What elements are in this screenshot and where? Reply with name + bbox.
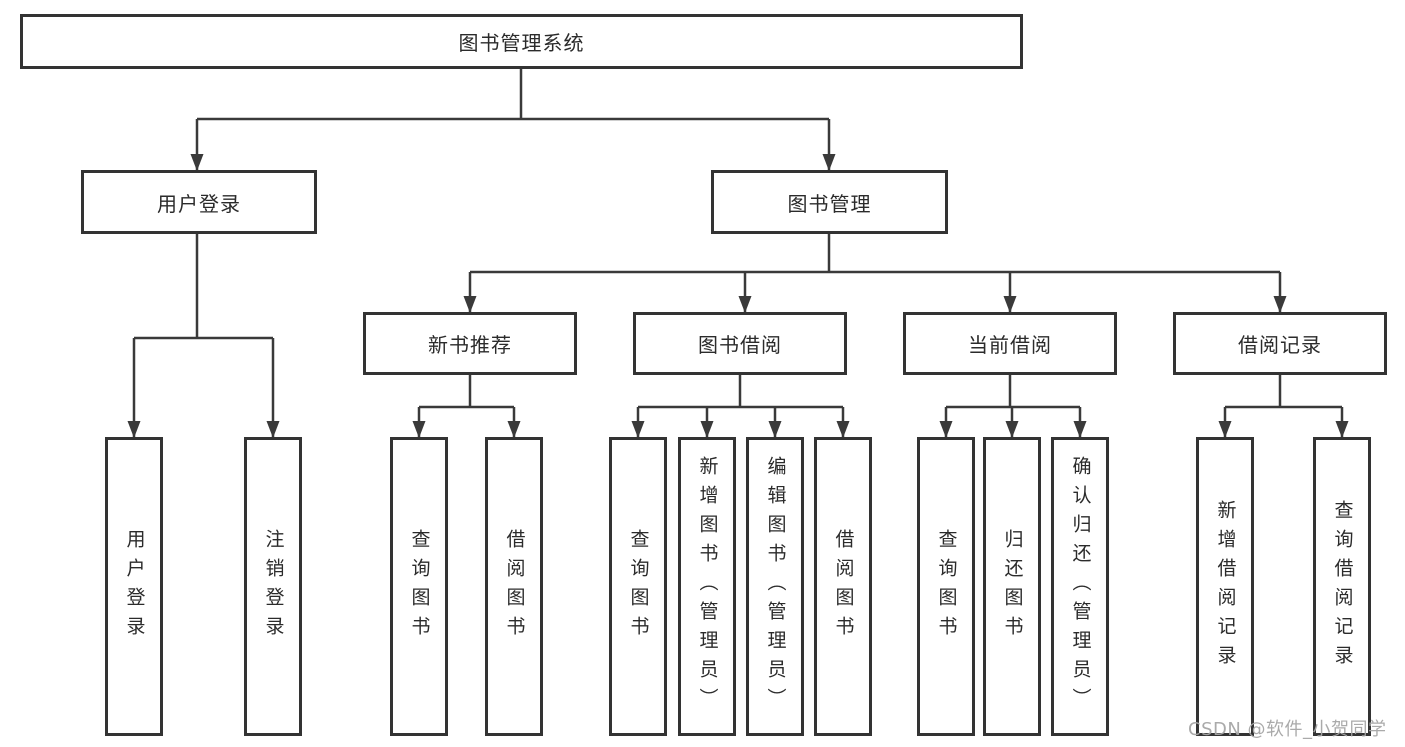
node-borrowing-records: 借阅记录 [1173, 312, 1387, 375]
leaf-user-login: 用户登录 [105, 437, 163, 736]
node-book-management: 图书管理 [711, 170, 948, 234]
leaf-add-book-admin: 新增图书（管理员） [678, 437, 736, 736]
node-user-login: 用户登录 [81, 170, 317, 234]
leaf-add-borrow-record: 新增借阅记录 [1196, 437, 1254, 736]
node-root-library-system: 图书管理系统 [20, 14, 1023, 69]
node-current-borrowing: 当前借阅 [903, 312, 1117, 375]
leaf-logout: 注销登录 [244, 437, 302, 736]
leaf-query-borrow-record: 查询借阅记录 [1313, 437, 1371, 736]
leaf-query-books-borrowing: 查询图书 [609, 437, 667, 736]
leaf-query-books-current: 查询图书 [917, 437, 975, 736]
leaf-return-books: 归还图书 [983, 437, 1041, 736]
leaf-edit-book-admin: 编辑图书（管理员） [746, 437, 804, 736]
leaf-borrow-books-borrowing: 借阅图书 [814, 437, 872, 736]
node-book-borrowing: 图书借阅 [633, 312, 847, 375]
csdn-watermark: CSDN @软件_小贺同学 [1188, 719, 1387, 740]
node-new-book-recommend: 新书推荐 [363, 312, 577, 375]
leaf-borrow-books-recommend: 借阅图书 [485, 437, 543, 736]
leaf-confirm-return-admin: 确认归还（管理员） [1051, 437, 1109, 736]
leaf-query-books-recommend: 查询图书 [390, 437, 448, 736]
